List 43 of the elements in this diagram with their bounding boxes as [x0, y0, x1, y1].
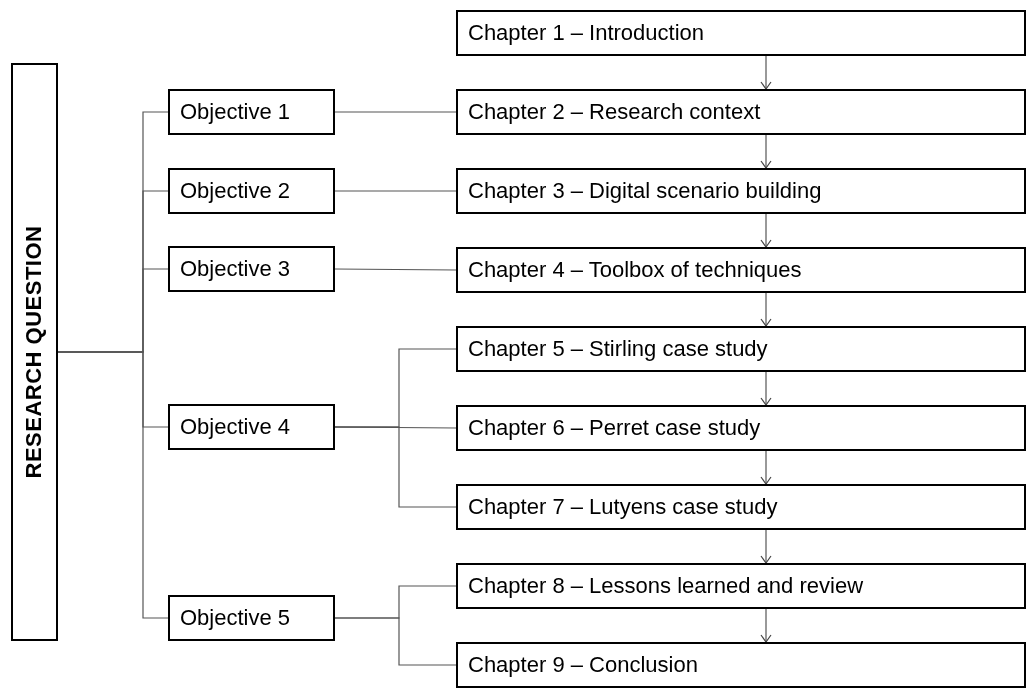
box-label: Objective 2 [180, 180, 291, 202]
box-label: Chapter 1 – Introduction [468, 22, 705, 44]
chapter-box [456, 168, 1026, 214]
arrow [760, 608, 772, 643]
chapter-box [456, 247, 1026, 293]
objective-box [168, 168, 335, 214]
box-label: RESEARCH QUESTION [23, 225, 46, 479]
objective-box [168, 595, 335, 641]
chapter-box [456, 10, 1026, 56]
box-label: Objective 3 [180, 258, 291, 280]
objective-box [168, 404, 335, 450]
research-question-box [11, 63, 58, 641]
connector-line [334, 268, 457, 271]
chapter-box [456, 642, 1026, 688]
chapter-box [456, 405, 1026, 451]
arrow [760, 134, 772, 169]
connector-line [334, 617, 457, 666]
connector-line [334, 426, 457, 508]
chapter-box [456, 89, 1026, 135]
arrow [760, 55, 772, 90]
arrow [760, 450, 772, 485]
arrow [760, 213, 772, 248]
box-label: Chapter 4 – Toolbox of techniques [468, 259, 802, 281]
box-label: Chapter 2 – Research context [468, 101, 761, 123]
box-label: Objective 1 [180, 101, 291, 123]
chapter-box [456, 563, 1026, 609]
box-label: Chapter 5 – Stirling case study [468, 338, 768, 360]
box-label: Chapter 8 – Lessons learned and review [468, 575, 864, 597]
connector-line [334, 111, 457, 113]
box-label: Objective 5 [180, 607, 291, 629]
arrow [760, 529, 772, 564]
box-label: Objective 4 [180, 416, 291, 438]
connector-line [334, 190, 457, 192]
box-label: Chapter 9 – Conclusion [468, 654, 698, 676]
box-label: Chapter 3 – Digital scenario building [468, 180, 822, 202]
arrow [760, 292, 772, 327]
box-label: Chapter 6 – Perret case study [468, 417, 761, 439]
objective-box [168, 89, 335, 135]
objective-box [168, 246, 335, 292]
box-label: Chapter 7 – Lutyens case study [468, 496, 778, 518]
arrow [760, 371, 772, 406]
chapter-box [456, 326, 1026, 372]
chapter-box [456, 484, 1026, 530]
